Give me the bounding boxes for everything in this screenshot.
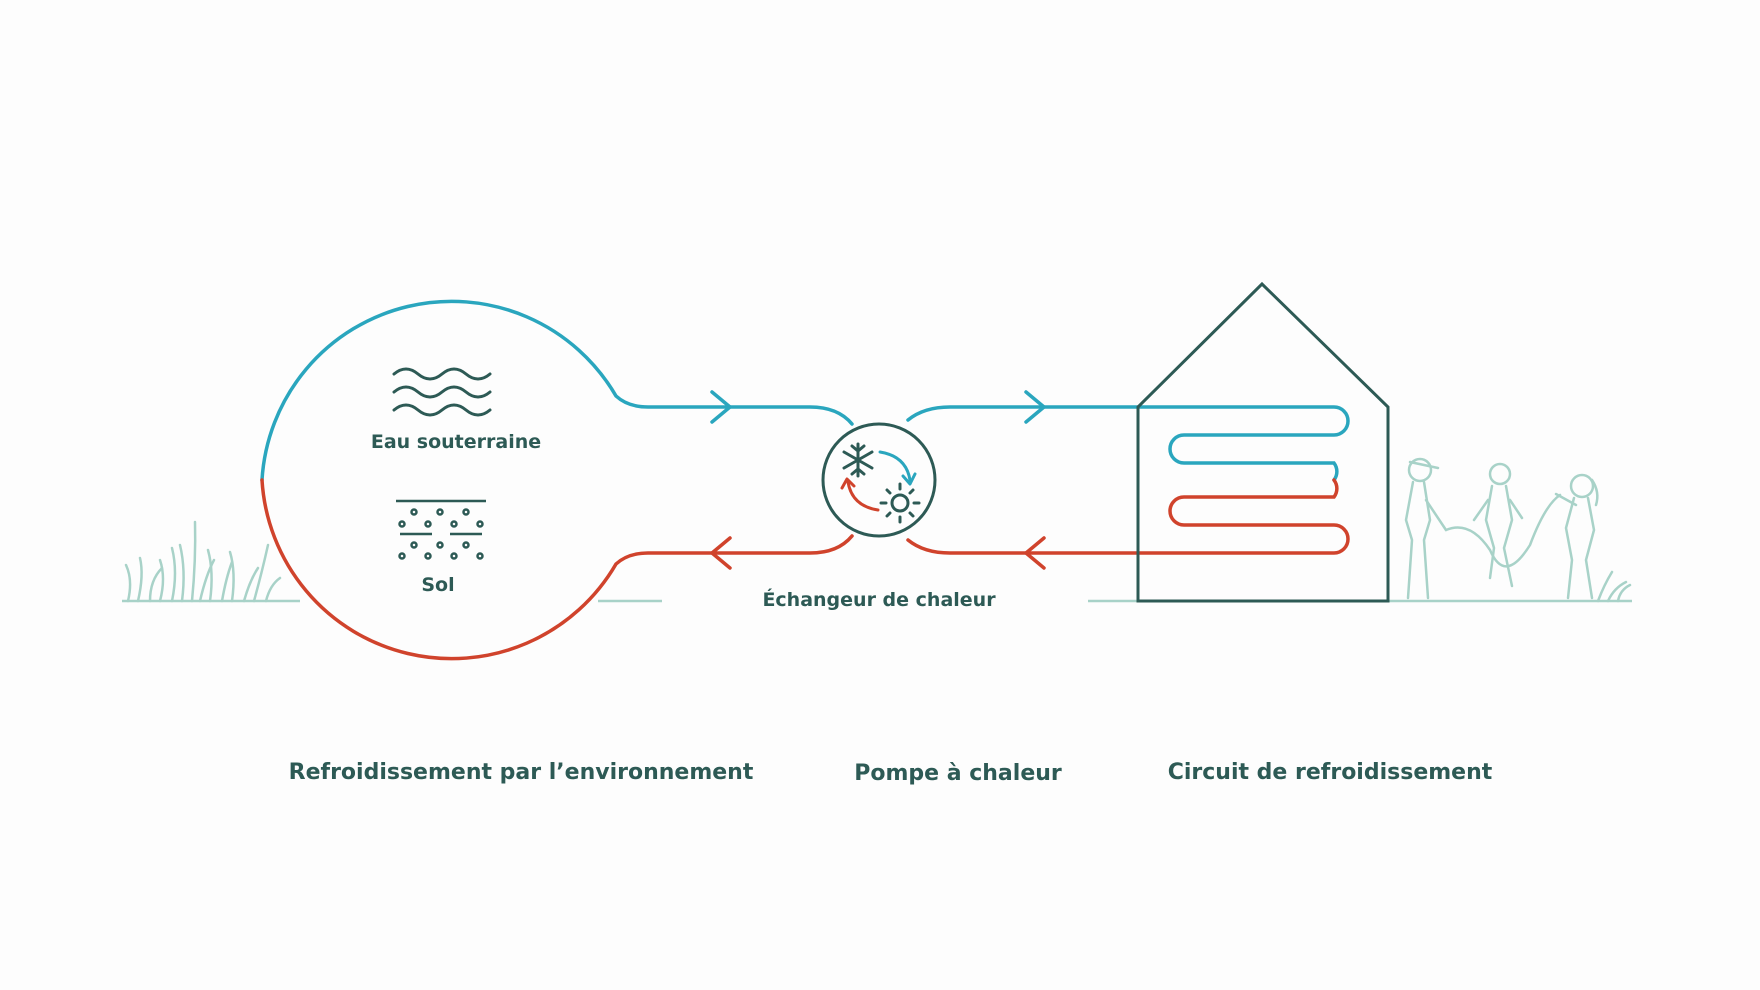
building-return-pipe [906, 478, 1350, 555]
groundwater-label: Eau souterraine [371, 431, 541, 453]
building-loop [906, 405, 1350, 555]
heat-exchanger-icon [821, 422, 937, 538]
grass-icon [124, 520, 282, 603]
grass-right-icon [1596, 570, 1632, 603]
environment-loop-cold [260, 299, 854, 482]
building-supply-pipe [906, 405, 1350, 482]
section-heat-pump-title: Pompe à chaleur [854, 761, 1062, 786]
environment-loop [260, 299, 854, 661]
exchanger-label: Échangeur de chaleur [762, 588, 996, 611]
sun-icon [879, 482, 921, 524]
soil-label: Sol [421, 574, 454, 596]
section-environment-title: Refroidissement par l’environnement [289, 760, 754, 785]
house-icon [1136, 281, 1390, 603]
section-cooling-circuit-title: Circuit de refroidissement [1168, 760, 1493, 785]
snowflake-icon [842, 442, 874, 478]
environment-loop-warm [260, 478, 854, 661]
soil-icon [396, 499, 486, 560]
waves-icon [392, 367, 492, 417]
children-icon [1404, 457, 1599, 600]
arrow-icon [710, 390, 1046, 570]
